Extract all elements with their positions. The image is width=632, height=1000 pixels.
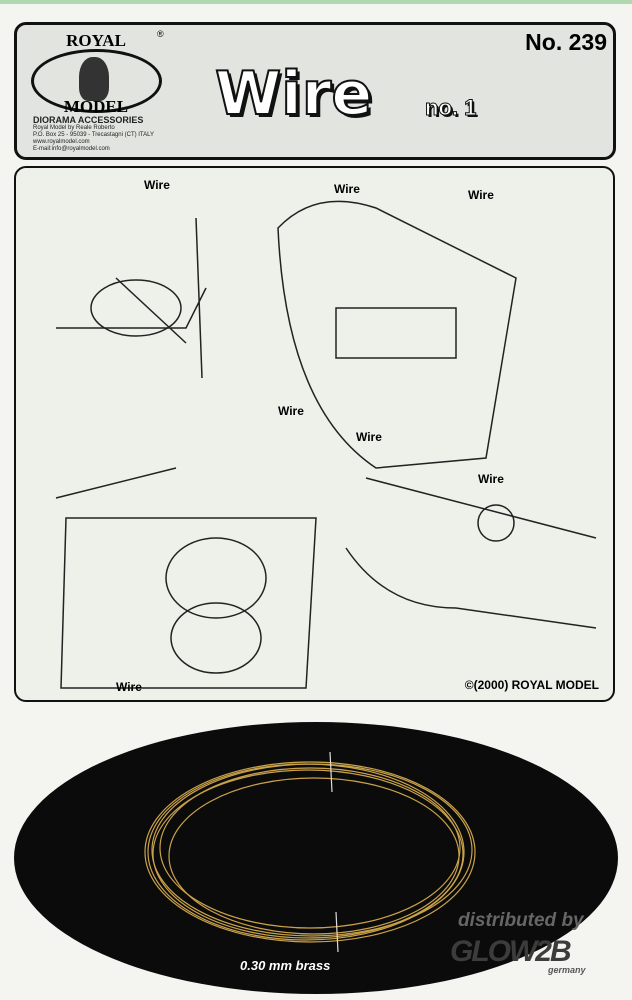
- wire-label: Wire: [334, 182, 360, 196]
- distributor-country: germany: [548, 965, 586, 975]
- brass-wire-coil: [144, 752, 476, 952]
- distributor-logo: GLOW2B: [450, 935, 572, 968]
- copyright-notice: ©(2000) ROYAL MODEL: [464, 678, 599, 692]
- registered-mark: ®: [157, 29, 164, 39]
- royal-model-logo: ROYAL MODEL ®: [31, 29, 164, 121]
- product-subtitle: no. 1: [424, 95, 477, 121]
- product-window: [14, 722, 618, 994]
- wire-spec-label: 0.30 mm brass: [240, 958, 331, 973]
- company-tagline: DIORAMA ACCESSORIES: [33, 115, 144, 125]
- product-title: Wire: [214, 58, 373, 130]
- product-number: No. 239: [525, 29, 607, 55]
- header-box: ROYAL MODEL ® DIORAMA ACCESSORIES Royal …: [14, 22, 616, 160]
- logo-bottom-text: MODEL: [63, 97, 129, 116]
- illustration-panel: Wire Wire Wire Wire Wire Wire Wire ©(200…: [14, 166, 615, 702]
- distributor-text: distributed by: [458, 910, 584, 931]
- company-line: www.royalmodel.com: [33, 139, 90, 145]
- company-info: DIORAMA ACCESSORIES Royal Model by Reale…: [33, 115, 154, 153]
- logo-oval: [31, 49, 162, 113]
- wire-label: Wire: [478, 472, 504, 486]
- company-line: P.O. Box 25 - 95039 - Trecastagni (CT) I…: [33, 132, 155, 138]
- company-line: E-mail:info@royalmodel.com: [33, 146, 110, 152]
- wire-label: Wire: [356, 430, 382, 444]
- usage-sketches: [55, 200, 597, 689]
- top-edge: [0, 0, 632, 4]
- wire-label: Wire: [278, 404, 304, 418]
- wire-label: Wire: [116, 680, 142, 694]
- wire-label: Wire: [468, 188, 494, 202]
- wire-label: Wire: [144, 178, 170, 192]
- logo-top-text: ROYAL: [66, 31, 126, 50]
- company-line: Royal Model by Reale Roberto: [33, 125, 115, 131]
- soldier-portrait: [79, 57, 109, 101]
